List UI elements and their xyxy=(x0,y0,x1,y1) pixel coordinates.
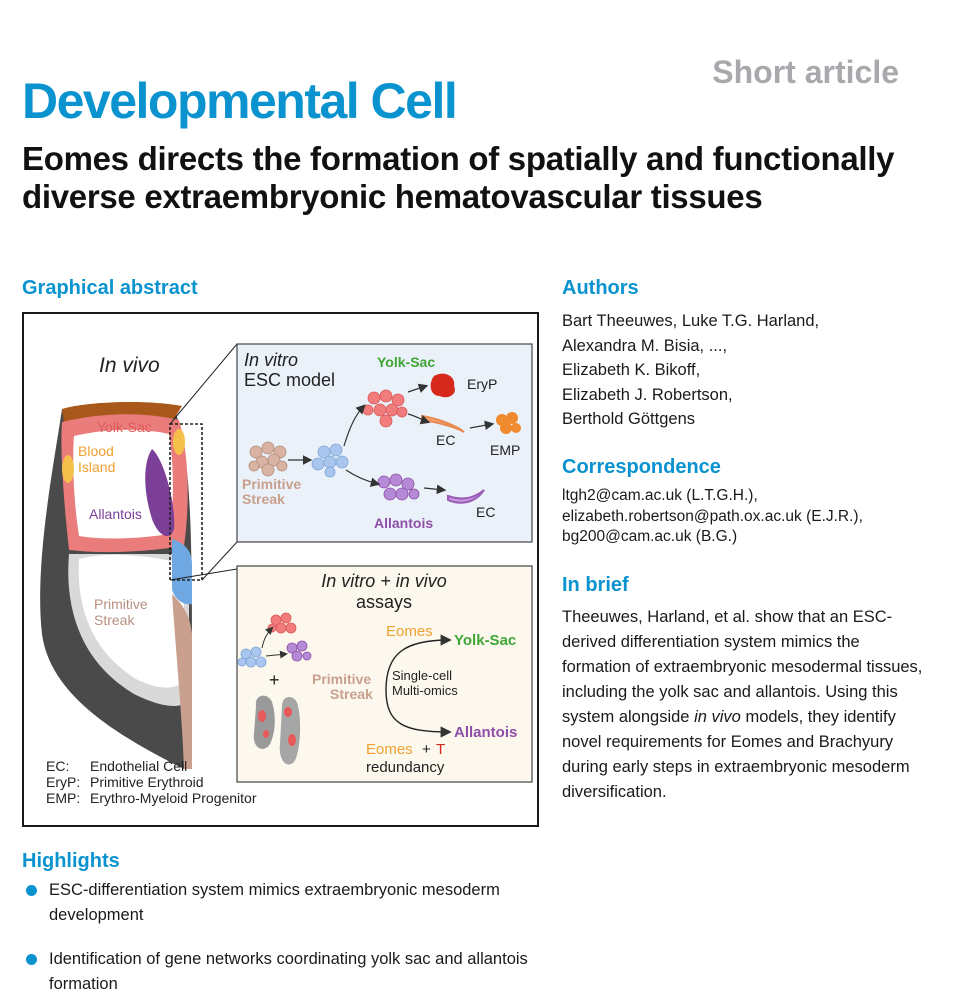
allantois-cells xyxy=(377,473,420,501)
in-vitro-panel xyxy=(236,343,533,543)
in-brief-text-part: models, they identify novel requirements… xyxy=(562,708,910,801)
highlight-text: ESC-differentiation system mimics extrae… xyxy=(49,881,500,924)
assays-title: In vitro + in vivo xyxy=(321,571,447,591)
embryo-section-icon xyxy=(253,695,301,765)
ec-cell-icon xyxy=(447,489,485,504)
bullet-icon xyxy=(26,954,37,965)
assay-cells xyxy=(237,612,312,668)
bullet-icon xyxy=(26,885,37,896)
author-line[interactable]: Elizabeth J. Robertson, xyxy=(562,385,733,404)
article-type-label: Short article xyxy=(712,54,899,90)
ec-label: EC xyxy=(476,504,495,520)
allantois-assay-label: Allantois xyxy=(454,724,517,741)
author-line[interactable]: Bart Theeuwes, Luke T.G. Harland, xyxy=(562,312,820,330)
embryo-illustration xyxy=(40,343,238,769)
mesoderm-cells xyxy=(311,443,349,478)
assay-branch-arrows xyxy=(385,634,452,738)
esc-model-label: ESC model xyxy=(244,370,335,390)
emp-cell-icon xyxy=(496,412,521,434)
allantois-embryo-label: Allantois xyxy=(89,506,142,522)
yolk-sac-panel-label: Yolk-Sac xyxy=(377,354,435,370)
emp-label: EMP xyxy=(490,442,520,458)
t-label: T xyxy=(436,741,445,758)
eryp-label: EryP xyxy=(467,376,497,392)
author-line[interactable]: Elizabeth K. Bikoff, xyxy=(562,361,701,379)
eryp-cell-icon xyxy=(430,373,455,398)
legend-abbr: EMP: xyxy=(46,790,80,806)
eomes-label: Eomes xyxy=(366,741,413,758)
highlights-heading: Highlights xyxy=(22,850,120,872)
authors-heading: Authors xyxy=(562,277,639,299)
in-brief-text-part: Theeuwes, Harland, et al. show that an E… xyxy=(562,608,923,726)
in-brief-text: Theeuwes, Harland, et al. show that an E… xyxy=(562,605,932,805)
in-vitro-label: In vitro xyxy=(244,350,298,370)
primitive-streak-assay-label: Primitive xyxy=(312,671,371,687)
primitive-streak-embryo-label: Streak xyxy=(94,612,135,628)
blood-island-label: Blood xyxy=(78,443,114,459)
primitive-streak-cells xyxy=(248,441,288,477)
in-brief-heading: In brief xyxy=(562,574,629,596)
correspondence-heading: Correspondence xyxy=(562,456,721,478)
correspondence-email[interactable]: ltgh2@cam.ac.uk (L.T.G.H.), xyxy=(562,487,758,504)
legend-desc: Primitive Erythroid xyxy=(90,774,204,790)
author-line[interactable]: Berthold Göttgens xyxy=(562,410,695,428)
yolk-sac-assay-label: Yolk-Sac xyxy=(454,632,516,649)
author-list: Bart Theeuwes, Luke T.G. Harland, Alexan… xyxy=(562,309,819,432)
graphical-abstract-figure: In vivo Yolk-Sac Blood Island Allantois … xyxy=(22,312,539,827)
article-title: Eomes directs the formation of spatially… xyxy=(22,140,895,215)
blood-island-label: Island xyxy=(78,459,115,475)
allantois-panel-label: Allantois xyxy=(374,515,433,531)
in-brief-italic: in vivo xyxy=(694,708,741,726)
in-vivo-label: In vivo xyxy=(99,354,160,377)
multi-omics-label: Multi-omics xyxy=(392,683,458,698)
plus-sign: + xyxy=(269,670,280,690)
highlight-text: Identification of gene networks coordina… xyxy=(49,950,528,993)
single-cell-label: Single-cell xyxy=(392,668,452,683)
author-line[interactable]: Alexandra M. Bisia, ..., xyxy=(562,336,728,355)
legend-abbr: EryP: xyxy=(46,774,80,790)
graphical-abstract-heading: Graphical abstract xyxy=(22,277,198,299)
primitive-streak-panel-label: Primitive xyxy=(242,476,301,492)
plus-sign: + xyxy=(422,741,431,758)
yolk-sac-cells xyxy=(362,389,408,428)
eomes-label: Eomes xyxy=(386,623,433,640)
correspondence-list: ltgh2@cam.ac.uk (L.T.G.H.), elizabeth.ro… xyxy=(562,486,863,548)
legend-desc: Endothelial Cell xyxy=(90,758,187,774)
primitive-streak-assay-label: Streak xyxy=(330,686,373,702)
correspondence-email[interactable]: elizabeth.robertson@path.ox.ac.uk (E.J.R… xyxy=(562,507,863,525)
primitive-streak-panel-label: Streak xyxy=(242,491,285,507)
graphical-abstract-svg: In vivo Yolk-Sac Blood Island Allantois … xyxy=(40,343,533,806)
primitive-streak-embryo-label: Primitive xyxy=(94,596,148,612)
ec-label: EC xyxy=(436,432,455,448)
legend-desc: Erythro-Myeloid Progenitor xyxy=(90,790,257,806)
yolk-sac-embryo-label: Yolk-Sac xyxy=(97,419,152,435)
ec-cell-icon xyxy=(421,414,465,433)
legend-abbr: EC: xyxy=(46,758,69,774)
lineage-arrows xyxy=(288,383,495,495)
assays-title: assays xyxy=(356,592,412,612)
journal-name[interactable]: Developmental Cell xyxy=(22,73,458,129)
redundancy-label: redundancy xyxy=(366,759,445,776)
abbreviation-legend: EC: Endothelial Cell EryP: Primitive Ery… xyxy=(46,758,257,806)
correspondence-email[interactable]: bg200@cam.ac.uk (B.G.) xyxy=(562,528,738,545)
